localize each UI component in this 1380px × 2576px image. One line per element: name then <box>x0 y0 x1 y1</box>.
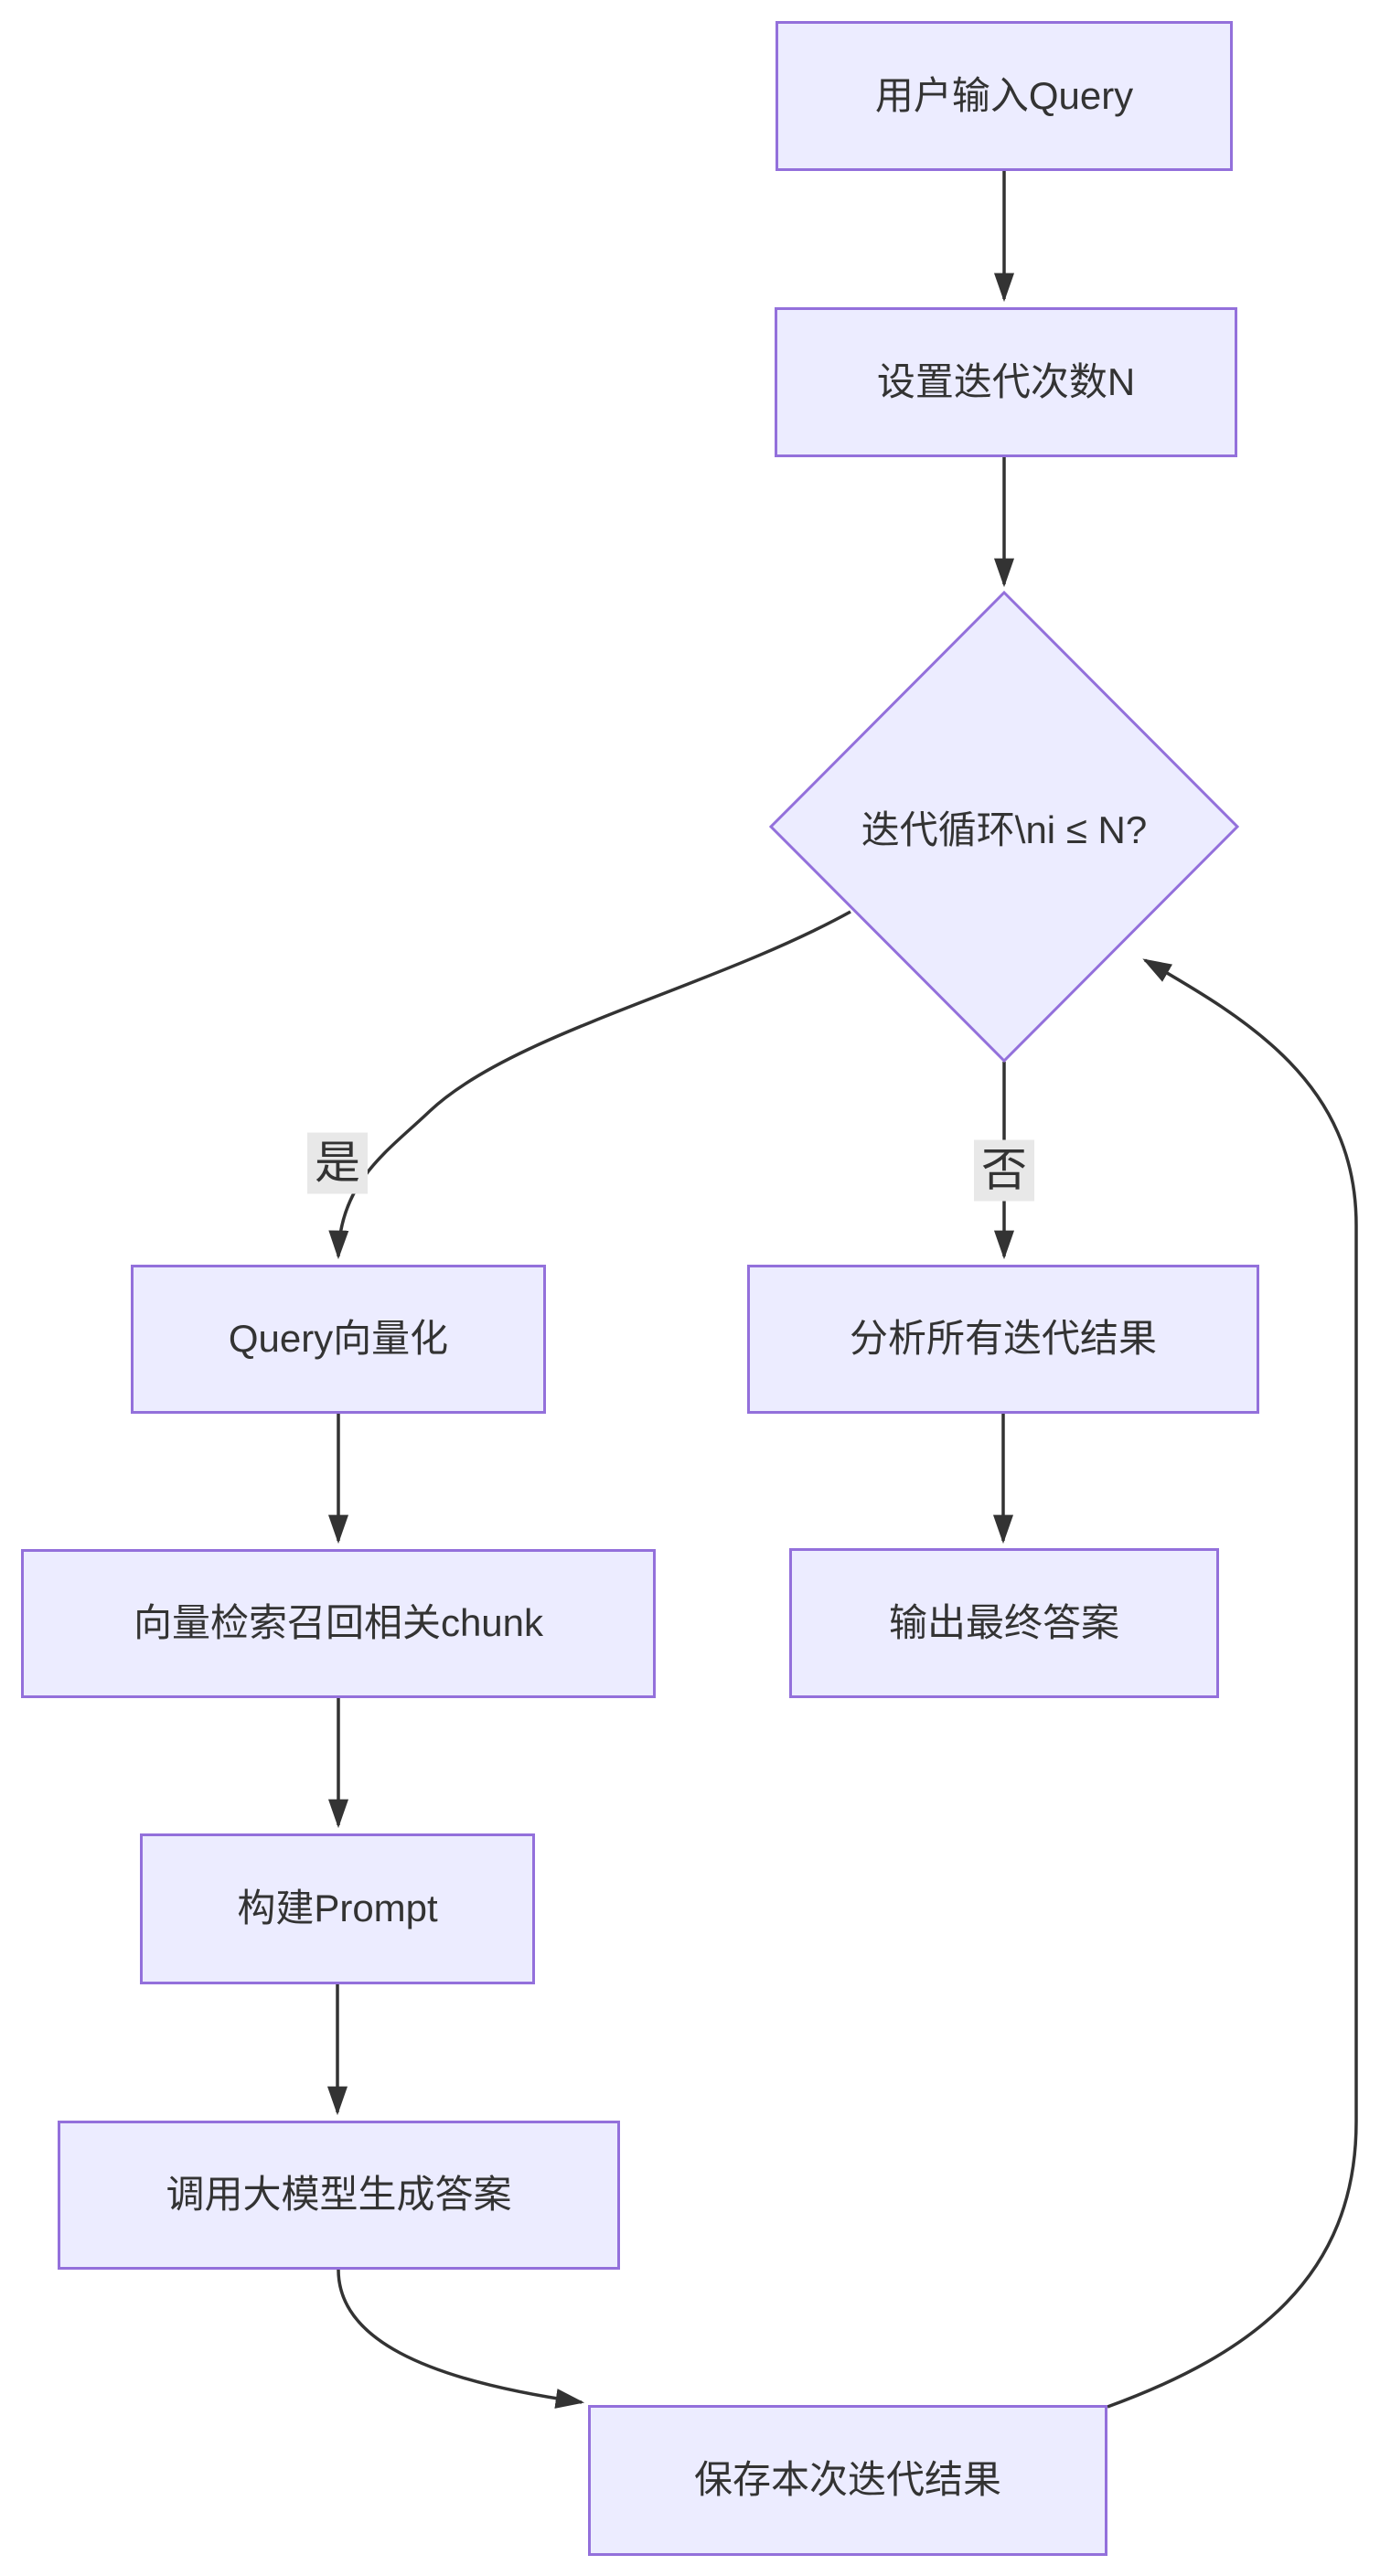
node-analyze-all-results: 分析所有迭代结果 <box>747 1265 1259 1414</box>
node-save-iteration-result: 保存本次迭代结果 <box>588 2405 1107 2556</box>
node-save-iteration-result-label: 保存本次迭代结果 <box>693 2458 1001 2502</box>
edge-decision-yes-to-qvec <box>328 910 851 1260</box>
node-set-iteration-count: 设置迭代次数N <box>775 307 1237 457</box>
edge-save-loop-to-decision <box>1107 958 1358 2409</box>
node-build-prompt: 构建Prompt <box>140 1833 535 1984</box>
node-output-final-answer-label: 输出最终答案 <box>888 1600 1119 1644</box>
node-query-vectorize: Query向量化 <box>131 1265 546 1414</box>
decision-diamond-shape <box>768 590 1240 1064</box>
node-build-prompt-label: 构建Prompt <box>237 1887 438 1930</box>
node-call-llm-generate-answer-label: 调用大模型生成答案 <box>166 2173 512 2217</box>
node-call-llm-generate-answer: 调用大模型生成答案 <box>58 2121 620 2270</box>
node-vector-retrieve-chunk: 向量检索召回相关chunk <box>21 1549 656 1698</box>
node-set-iteration-count-label: 设置迭代次数N <box>876 359 1136 403</box>
decision-iteration-loop-label: 迭代循环\ni ≤ N? <box>861 807 1148 851</box>
node-user-input-query-label: 用户输入Query <box>874 73 1134 117</box>
edge-label-yes: 是 <box>307 1132 368 1194</box>
node-analyze-all-results-label: 分析所有迭代结果 <box>849 1317 1157 1361</box>
node-vector-retrieve-chunk-label: 向量检索召回相关chunk <box>133 1601 544 1645</box>
node-user-input-query: 用户输入Query <box>776 21 1233 171</box>
edge-label-no: 否 <box>974 1139 1034 1202</box>
node-query-vectorize-label: Query向量化 <box>228 1317 449 1361</box>
node-output-final-answer: 输出最终答案 <box>789 1548 1219 1698</box>
edge-call-to-save <box>337 2269 585 2409</box>
